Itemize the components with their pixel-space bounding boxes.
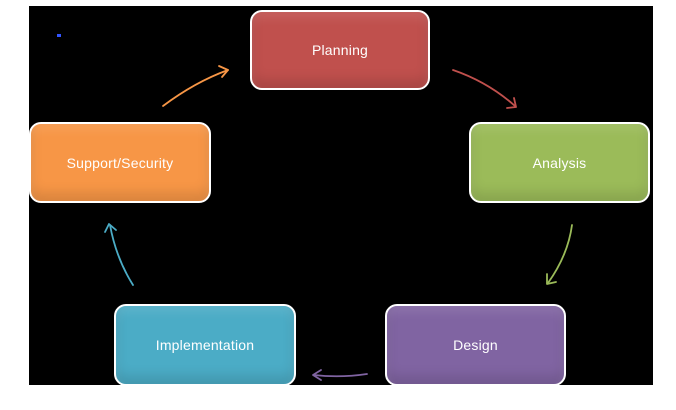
arrowhead-design-to-implementation: [312, 369, 322, 381]
node-design-label: Design: [453, 337, 498, 353]
arrowhead-planning-to-analysis: [506, 97, 517, 109]
node-implementation-label: Implementation: [155, 337, 255, 353]
arrowhead-analysis-to-design: [546, 273, 557, 285]
marker-dot: [57, 34, 61, 37]
node-implementation: Implementation: [114, 304, 296, 386]
arrow-design-to-implementation: [313, 373, 368, 378]
node-planning-label: Planning: [311, 42, 369, 58]
arrow-implementation-to-support: [109, 224, 134, 286]
arrowhead-support-to-planning: [218, 65, 229, 78]
arrowhead-implementation-to-support: [104, 223, 117, 233]
node-analysis: Analysis: [469, 122, 650, 203]
node-planning: Planning: [250, 10, 430, 90]
node-support-security: Support/Security: [29, 122, 211, 203]
node-analysis-label: Analysis: [532, 154, 587, 171]
arrow-analysis-to-design: [547, 224, 573, 284]
node-design: Design: [385, 304, 566, 386]
node-support-security-label: Support/Security: [66, 154, 174, 171]
arrow-support-to-planning: [162, 69, 229, 107]
arrow-planning-to-analysis: [452, 69, 516, 107]
